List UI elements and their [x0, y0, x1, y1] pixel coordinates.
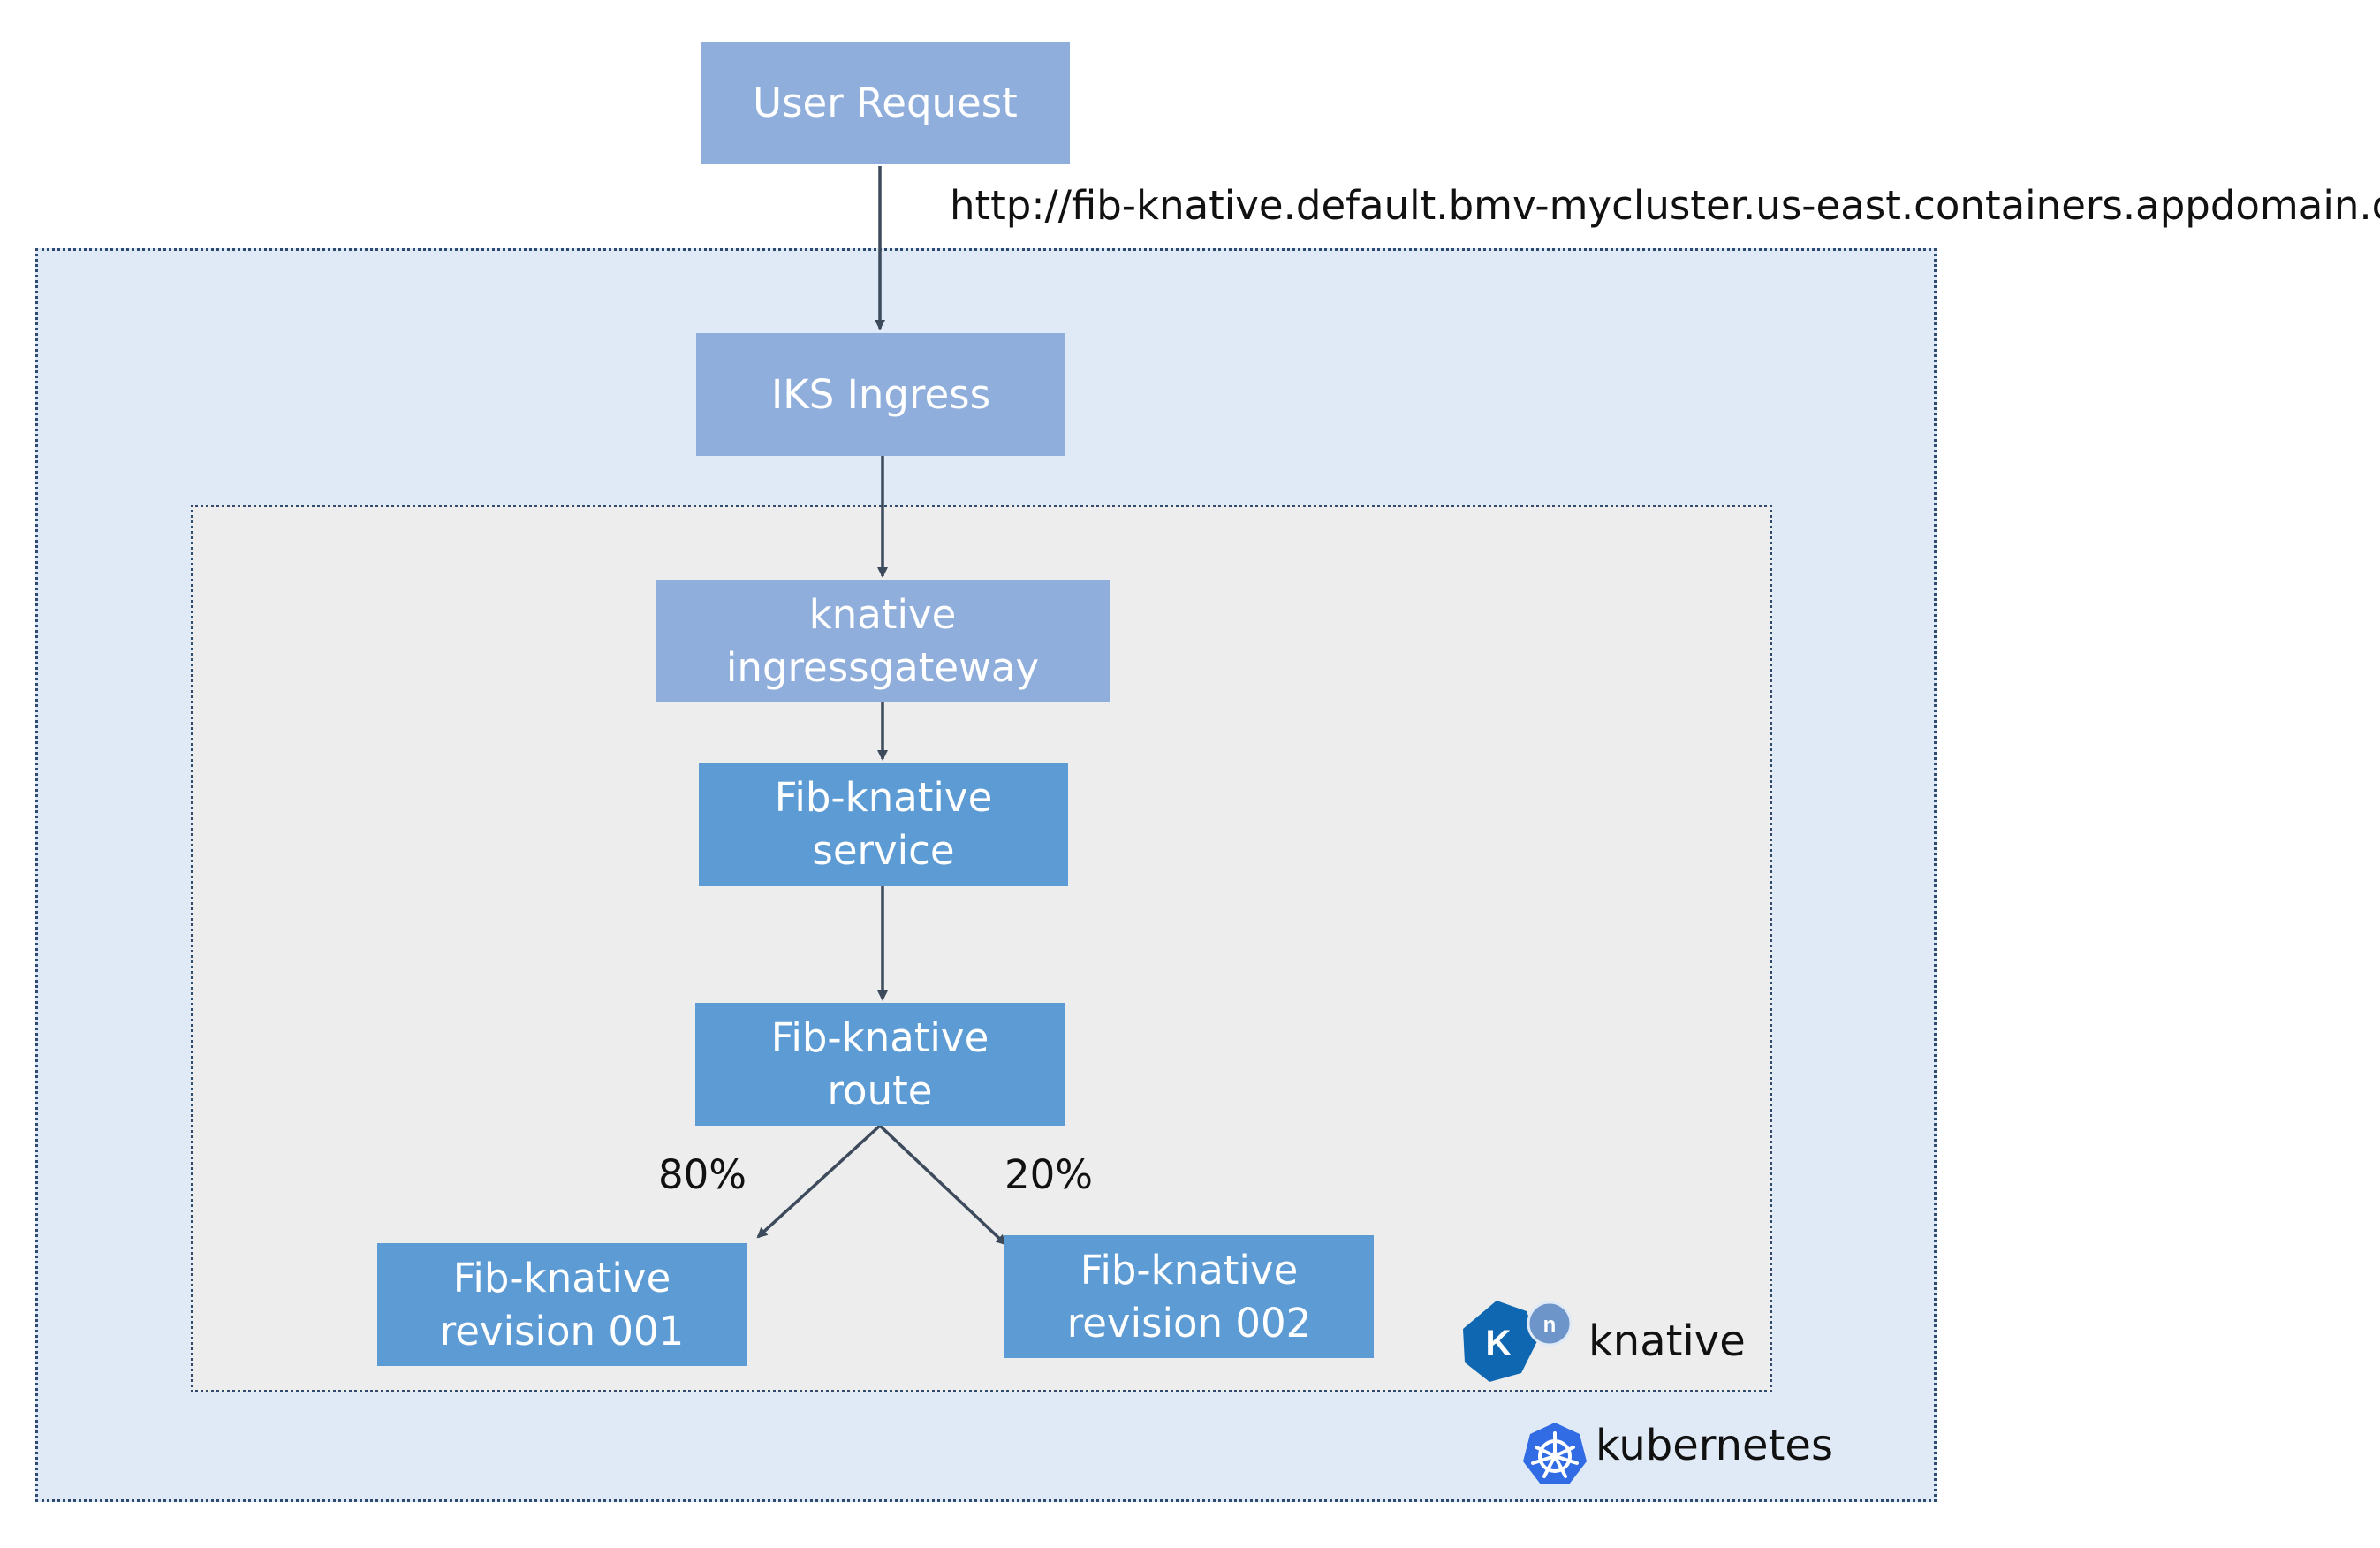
kubernetes-helm-icon [1523, 1423, 1587, 1484]
iks-ingress-node: IKS Ingress [696, 333, 1065, 456]
request-url-label: http://fib-knative.default.bmv-mycluster… [950, 182, 2380, 229]
split-label-20: 20% [1004, 1151, 1094, 1198]
fib-knative-route-node: Fib-knative route [695, 1003, 1065, 1126]
edge-route-to-rev001 [756, 1124, 882, 1239]
knative-logo-letter: K [1486, 1324, 1512, 1362]
user-request-node: User Request [701, 42, 1070, 164]
knative-logo-badge: n [1543, 1313, 1557, 1337]
knative-logo-icon: K n [1463, 1301, 1573, 1382]
split-label-80: 80% [658, 1151, 747, 1198]
fib-knative-service-node: Fib-knative service [699, 763, 1068, 886]
knative-ingressgateway-node: knative ingressgateway [656, 580, 1110, 702]
fib-knative-revision-001-node: Fib-knative revision 001 [377, 1243, 747, 1366]
knative-logo-text: knative [1588, 1317, 1746, 1366]
fib-knative-revision-002-node: Fib-knative revision 002 [1004, 1235, 1374, 1358]
kubernetes-logo-text: kubernetes [1596, 1421, 1833, 1470]
edge-route-to-rev002 [878, 1124, 1007, 1246]
